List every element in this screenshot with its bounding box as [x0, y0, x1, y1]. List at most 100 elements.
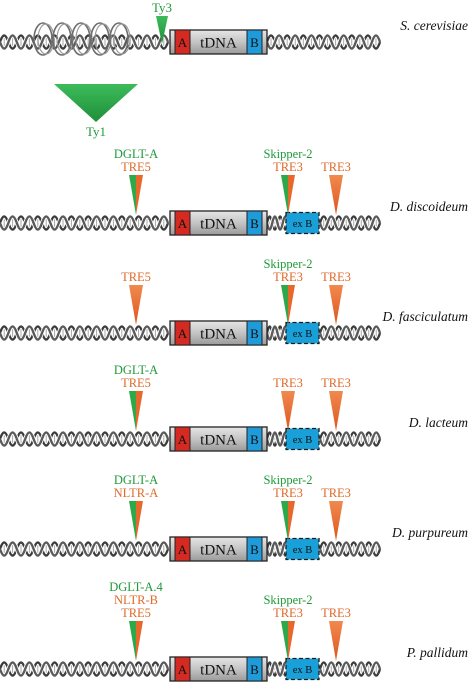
dna-helix	[265, 33, 382, 51]
ex-b-label: ex B	[293, 329, 313, 340]
box-b	[246, 656, 263, 682]
insertion-marker	[329, 391, 343, 431]
box-b	[246, 536, 263, 562]
insertion-marker	[329, 175, 343, 215]
species-name: D. fasciculatum	[382, 309, 469, 324]
box-a	[174, 426, 191, 452]
box-b	[246, 426, 263, 452]
dna-helix	[264, 214, 291, 232]
insertion-label: TRE3	[273, 270, 303, 284]
dna-helix	[317, 660, 383, 678]
box-b	[246, 29, 263, 55]
box-b-label: B	[250, 326, 259, 341]
insertion-label: DGLT-A	[114, 147, 158, 161]
insertion-label: Skipper-2	[263, 593, 312, 607]
box-b	[246, 320, 263, 346]
box-b	[246, 210, 263, 236]
box-a	[174, 656, 191, 682]
box-a	[174, 536, 191, 562]
box-a	[174, 210, 191, 236]
dna-helix	[0, 540, 170, 558]
insertion-marker	[129, 285, 143, 325]
insertion-label: TRE3	[321, 270, 351, 284]
box-a-label: A	[178, 35, 188, 50]
tdna-label: tDNA	[200, 543, 237, 559]
ex-b-box: ex B	[285, 321, 320, 345]
insertion-marker	[129, 621, 143, 661]
box-a-label: A	[178, 216, 188, 231]
ty1-marker	[54, 84, 138, 122]
dna-helix	[0, 430, 170, 448]
insertion-marker	[281, 391, 295, 431]
dna-helix	[264, 660, 291, 678]
insertion-marker	[329, 501, 343, 541]
species-name: D. lacteum	[408, 415, 468, 430]
dna-helix	[317, 324, 383, 342]
tdna-label: tDNA	[200, 663, 237, 679]
dna-helix	[317, 430, 383, 448]
species-name: D. discoideum	[389, 199, 468, 214]
dna-helix	[317, 540, 383, 558]
dna-helix	[264, 324, 291, 342]
dna-helix	[0, 660, 170, 678]
insertion-marker	[281, 285, 295, 325]
tdna-label: tDNA	[200, 433, 237, 449]
insertion-marker	[281, 621, 295, 661]
insertion-label: TRE5	[121, 270, 151, 284]
dna-helix	[264, 540, 291, 558]
insertion-label: NLTR-A	[114, 486, 159, 500]
nucleosome-coils	[33, 22, 131, 56]
species-name: D. purpureum	[391, 525, 468, 540]
insertion-label: TRE3	[273, 376, 303, 390]
box-a-label: A	[178, 542, 188, 557]
ex-b-box: ex B	[285, 427, 320, 451]
ty1-label: Ty1	[86, 124, 106, 139]
insertion-marker	[129, 391, 143, 431]
box-b-label: B	[250, 35, 259, 50]
insertion-label: TRE3	[321, 376, 351, 390]
box-b-label: B	[250, 216, 259, 231]
ty3-label: Ty3	[152, 0, 172, 15]
insertion-label: DGLT-A	[114, 363, 158, 377]
ex-b-label: ex B	[293, 219, 313, 230]
insertion-label: TRE3	[273, 486, 303, 500]
insertion-label: TRE3	[321, 486, 351, 500]
insertion-label: Skipper-2	[263, 473, 312, 487]
ex-b-label: ex B	[293, 665, 313, 676]
box-a-label: A	[178, 326, 188, 341]
insertion-label: NLTR-B	[114, 593, 158, 607]
insertion-label: TRE5	[121, 606, 151, 620]
insertion-label: TRE5	[121, 160, 151, 174]
ex-b-label: ex B	[293, 545, 313, 556]
insertion-label: TRE3	[321, 160, 351, 174]
dna-helix	[0, 33, 170, 51]
insertion-marker	[129, 501, 143, 541]
insertion-marker	[281, 175, 295, 215]
ty3-marker	[156, 16, 168, 44]
box-a	[174, 29, 191, 55]
insertion-label: TRE5	[121, 376, 151, 390]
ex-b-label: ex B	[293, 435, 313, 446]
tdna-label: tDNA	[200, 327, 237, 343]
box-a-label: A	[178, 432, 188, 447]
box-a	[174, 320, 191, 346]
insertion-label: Skipper-2	[263, 257, 312, 271]
insertion-label: Skipper-2	[263, 147, 312, 161]
species-name: S. cerevisiae	[400, 18, 468, 33]
insertion-label: TRE3	[273, 160, 303, 174]
ex-b-box: ex B	[285, 657, 320, 681]
box-b-label: B	[250, 662, 259, 677]
species-name: P. pallidum	[406, 645, 469, 660]
